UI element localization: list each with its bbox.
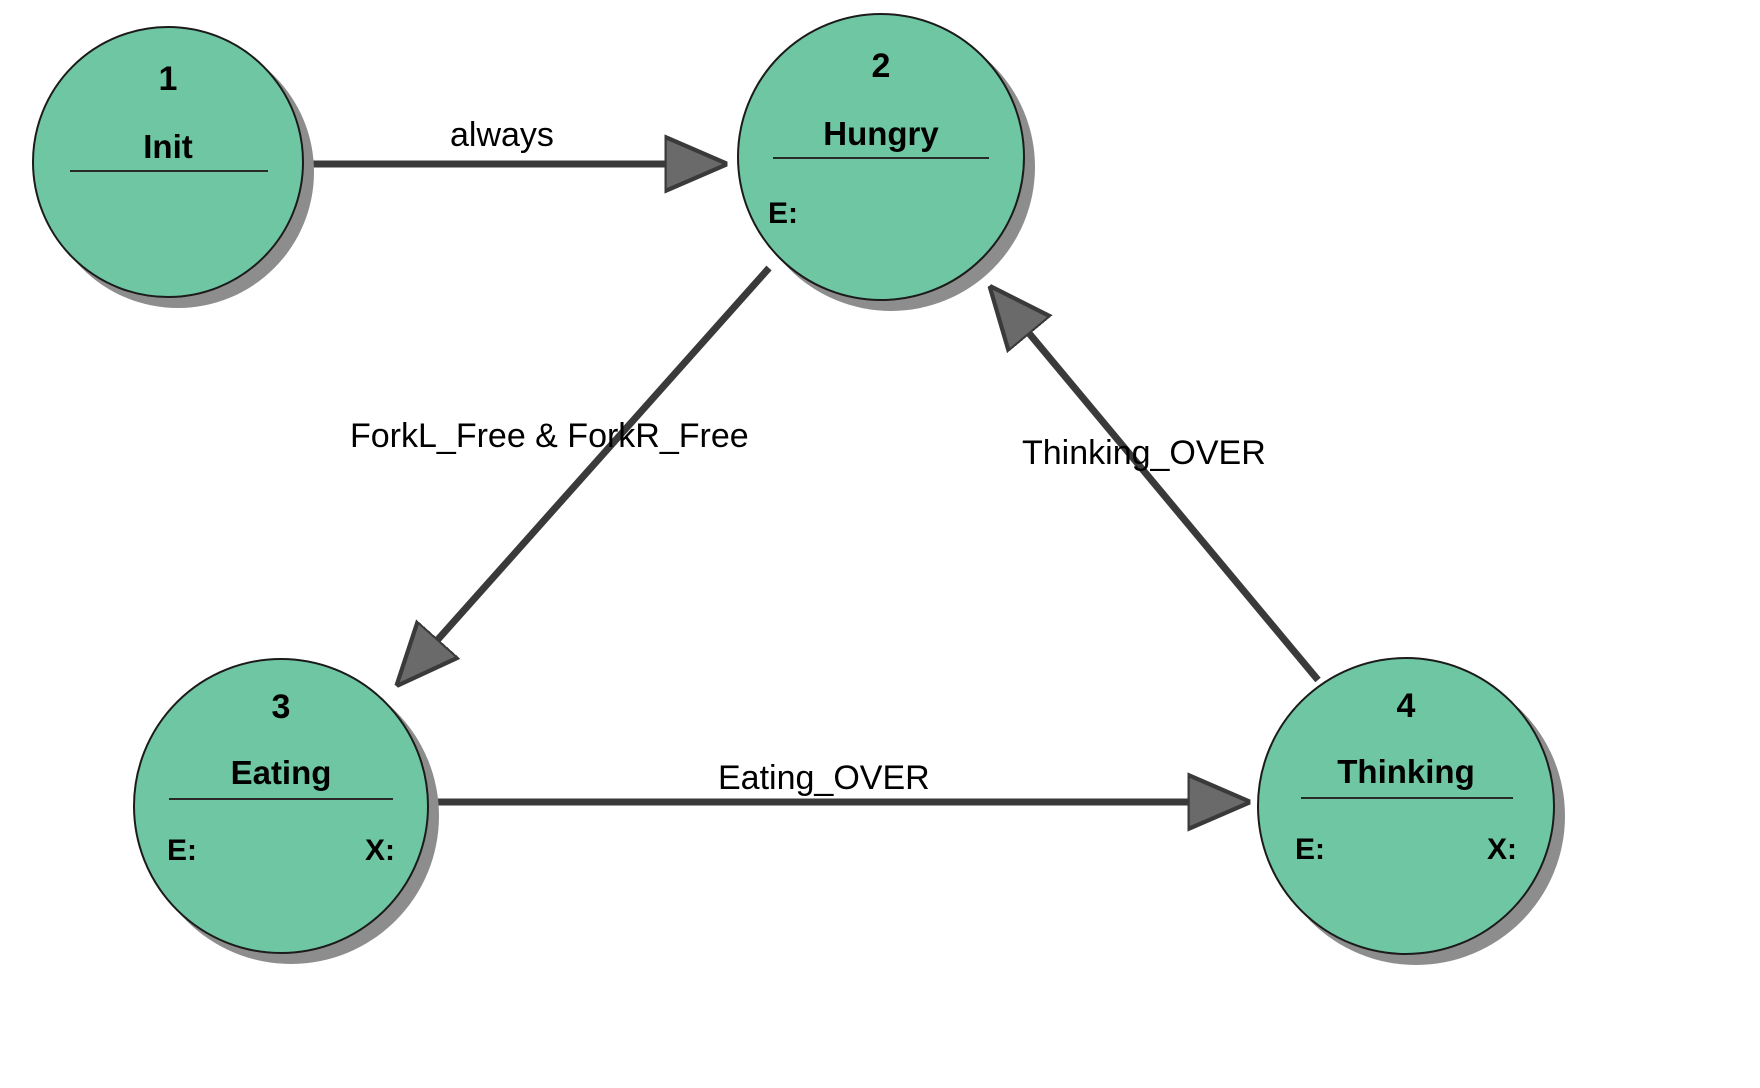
node-circle	[32, 26, 304, 298]
node-divider	[1301, 797, 1513, 799]
edge-line-thinking-to-hungry	[993, 290, 1321, 683]
node-number: 4	[1396, 687, 1416, 725]
edge-thinking-to-hungry[interactable]	[993, 290, 1321, 683]
node-label: Hungry	[823, 115, 939, 152]
node-circle	[1257, 657, 1555, 955]
node-exit-slot: X:	[365, 834, 395, 867]
node-divider	[70, 170, 268, 172]
node-label: Init	[143, 128, 193, 165]
state-node-hungry[interactable]: 2 Hungry E:	[737, 13, 1035, 311]
node-circle	[133, 658, 429, 954]
node-label: Eating	[230, 754, 332, 791]
node-entry-slot: E:	[1295, 833, 1325, 866]
edge-label-eating-over: Eating_OVER	[718, 759, 930, 797]
edge-label-thinking-over: Thinking_OVER	[1022, 434, 1266, 472]
node-entry-slot: E:	[768, 197, 798, 230]
node-divider	[169, 798, 393, 800]
node-number: 1	[158, 60, 178, 98]
node-divider	[773, 157, 989, 159]
node-entry-slot: E:	[167, 834, 197, 867]
edge-label-forkl-free-and-forkr-free: ForkL_Free & ForkR_Free	[350, 417, 749, 455]
state-node-thinking[interactable]: 4 Thinking E: X:	[1257, 657, 1565, 965]
node-label: Thinking	[1337, 753, 1475, 790]
node-number: 3	[271, 688, 291, 726]
node-exit-slot: X:	[1487, 833, 1517, 866]
edge-label-always: always	[450, 116, 554, 154]
state-node-init[interactable]: 1 Init	[32, 26, 314, 308]
edge-line-hungry-to-eating	[400, 265, 772, 682]
node-number: 2	[871, 47, 891, 85]
edge-hungry-to-eating[interactable]	[400, 265, 772, 682]
state-node-eating[interactable]: 3 Eating E: X:	[133, 658, 439, 964]
